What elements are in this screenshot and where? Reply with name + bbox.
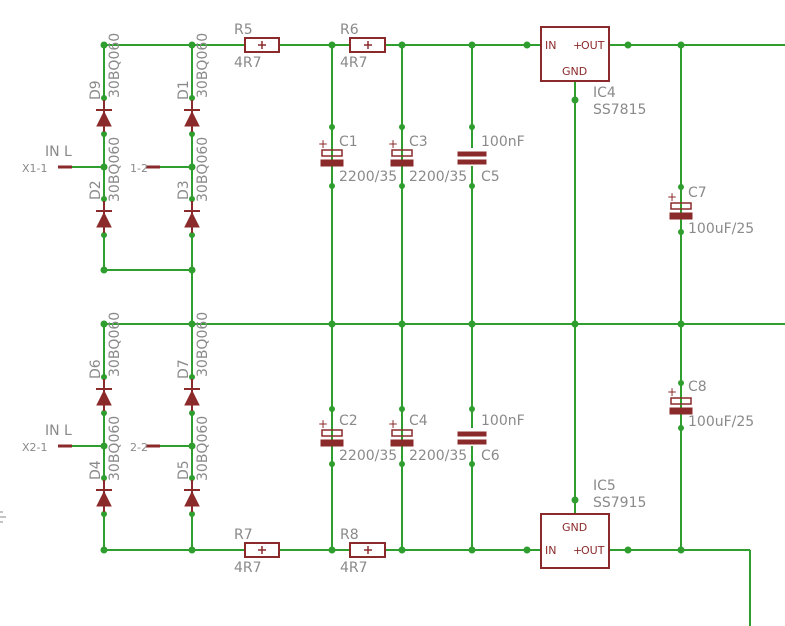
c8-value: 100uF/25 [688, 414, 754, 430]
diode-d4 [96, 480, 112, 512]
d2-value: 30BQ060 [107, 137, 123, 202]
capacitor-c1: + [318, 137, 344, 170]
diode-d2 [96, 201, 112, 233]
c2-label: C2 [339, 413, 358, 429]
resistor-r7 [244, 542, 280, 558]
c3-value: 2200/35 [409, 169, 467, 185]
c7-value: 100uF/25 [688, 221, 754, 237]
c5-label: C5 [481, 169, 500, 185]
r8-label: R8 [340, 527, 359, 543]
c3-label: C3 [409, 134, 428, 150]
in-l-label-bottom: IN L [45, 423, 72, 439]
d1-value: 30BQ060 [195, 33, 211, 98]
regulator-ic5: GND IN + OUT [540, 513, 610, 569]
svg-text:+: + [318, 137, 328, 151]
ic4-type: SS7815 [593, 102, 646, 118]
d1-label: D1 [176, 80, 192, 100]
ic5-pin-gnd: GND [562, 521, 587, 534]
x2-2-label: 2-2 [130, 441, 148, 454]
d3-value: 30BQ060 [195, 137, 211, 202]
x1-1-label: X1-1 [22, 162, 48, 175]
capacitor-c8: + [667, 385, 693, 420]
svg-text:+: + [388, 417, 398, 431]
d7-value: 30BQ060 [195, 312, 211, 377]
d4-value: 30BQ060 [107, 416, 123, 481]
svg-text:+: + [388, 137, 398, 151]
input-pins [58, 165, 160, 448]
in-l-label-top: IN L [45, 144, 72, 160]
wires [70, 44, 785, 626]
x1-2-label: 1-2 [130, 162, 148, 175]
diode-d9 [96, 100, 112, 132]
resistor-r8 [349, 542, 386, 558]
d6-value: 30BQ060 [107, 312, 123, 377]
c6-value: 100nF [481, 413, 525, 429]
d7-label: D7 [176, 359, 192, 379]
c1-value: 2200/35 [339, 169, 397, 185]
d2-label: D2 [88, 180, 104, 200]
diode-d5 [184, 480, 200, 512]
d5-value: 30BQ060 [195, 416, 211, 481]
d9-label: D9 [88, 80, 104, 100]
c8-label: C8 [688, 379, 707, 395]
ic5-pin-in: IN [545, 544, 556, 557]
junctions [100, 41, 685, 554]
ic5-pin-out: OUT [581, 544, 605, 557]
c4-label: C4 [409, 413, 428, 429]
ic4-pin-out: OUT [581, 39, 605, 52]
diode-d6 [96, 379, 112, 411]
regulator-ic4: IN + OUT GND [540, 26, 610, 82]
d4-label: D4 [88, 460, 104, 480]
svg-text:+: + [667, 385, 677, 399]
d9-value: 30BQ060 [107, 33, 123, 98]
capacitor-c5 [457, 148, 487, 166]
diode-d7 [184, 379, 200, 411]
svg-text:+: + [573, 544, 582, 557]
c5-value: 100nF [481, 134, 525, 150]
ic4-label: IC4 [593, 85, 616, 101]
r6-label: R6 [340, 22, 359, 38]
d5-label: D5 [176, 460, 192, 480]
r7-label: R7 [234, 527, 253, 543]
svg-text:+: + [573, 39, 582, 52]
capacitor-c4: + [388, 417, 414, 450]
c2-value: 2200/35 [339, 448, 397, 464]
labels: IN L X1-1 1-2 IN L X2-1 2-2 D9 30BQ060 D… [22, 22, 754, 576]
svg-text:+: + [318, 417, 328, 431]
ic4-pin-gnd: GND [562, 65, 587, 78]
d6-label: D6 [88, 359, 104, 379]
c6-label: C6 [481, 448, 500, 464]
r7-value: 4R7 [234, 560, 262, 576]
edge-mark [0, 511, 6, 523]
r5-value: 4R7 [234, 55, 262, 71]
capacitor-c7: + [667, 190, 693, 225]
ic4-pin-in: IN [545, 39, 556, 52]
capacitor-c2: + [318, 417, 344, 450]
c7-label: C7 [688, 185, 707, 201]
ic5-type: SS7915 [593, 495, 646, 511]
d3-label: D3 [176, 180, 192, 200]
r5-label: R5 [234, 22, 253, 38]
resistor-r6 [349, 37, 386, 53]
r6-value: 4R7 [340, 55, 368, 71]
resistor-r5 [244, 37, 280, 53]
svg-text:+: + [667, 190, 677, 204]
diode-d3 [184, 201, 200, 233]
r8-value: 4R7 [340, 560, 368, 576]
c1-label: C1 [339, 134, 358, 150]
capacitor-c3: + [388, 137, 414, 170]
x2-1-label: X2-1 [22, 441, 48, 454]
ic5-label: IC5 [593, 478, 616, 494]
diode-d1 [184, 100, 200, 132]
c4-value: 2200/35 [409, 448, 467, 464]
capacitor-c6 [457, 428, 487, 446]
